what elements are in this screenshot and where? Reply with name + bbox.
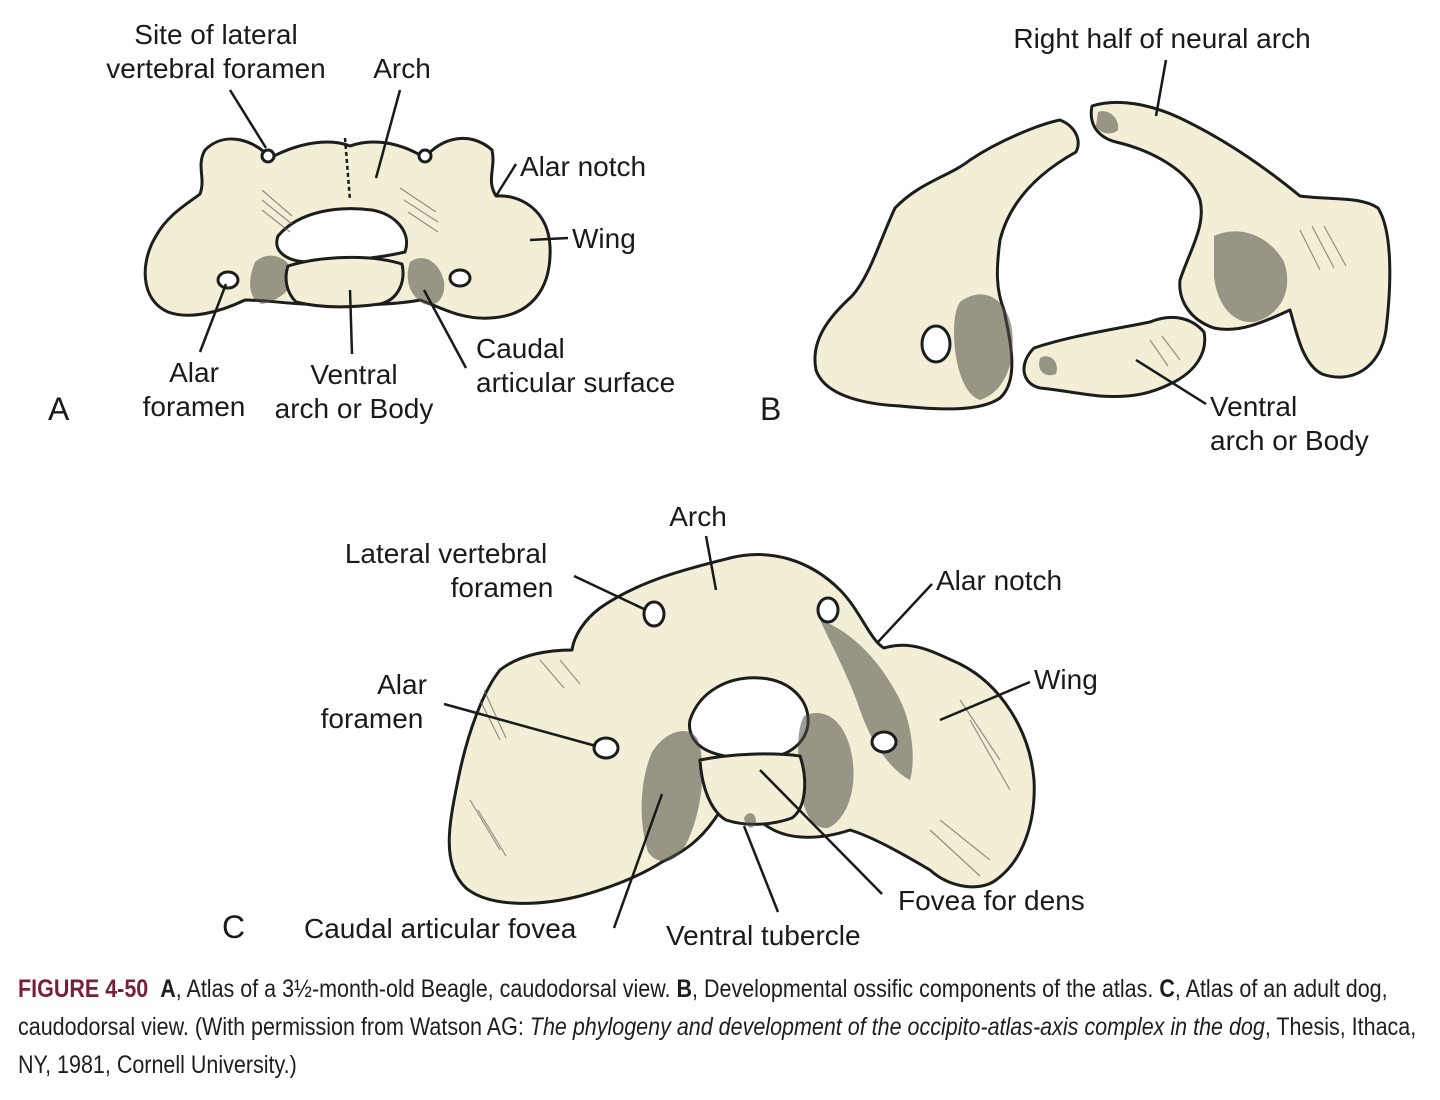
panel-b-drawing bbox=[813, 100, 1392, 411]
label-ventral-arch-line1: Ventral bbox=[310, 359, 397, 390]
label-wing: Wing bbox=[572, 223, 636, 254]
atlas-figure: Site of lateral vertebral foramen Arch A… bbox=[48, 19, 1392, 951]
panel-letter-c: C bbox=[222, 909, 245, 945]
panel-a-drawing bbox=[143, 136, 552, 320]
label-lateral-vertebral-line1: Lateral vertebral bbox=[345, 538, 547, 569]
caption-letter-a: A bbox=[160, 975, 176, 1003]
panel-b-labels: Right half of neural arch Ventral arch o… bbox=[760, 23, 1369, 456]
panel-c-labels: Arch Lateral vertebral foramen Alar notc… bbox=[222, 501, 1098, 951]
panel-c-leaders bbox=[443, 535, 1031, 929]
panel-b-leaders bbox=[1135, 59, 1207, 406]
label-alar-foramen-line1: Alar bbox=[169, 357, 219, 388]
panel-letter-a: A bbox=[48, 391, 70, 427]
label-b-ventral-line2: arch or Body bbox=[1210, 425, 1369, 456]
figure-caption: FIGURE 4-50 A, Atlas of a 3½-month-old B… bbox=[18, 970, 1420, 1084]
caption-figure-number: FIGURE 4-50 bbox=[18, 975, 149, 1003]
label-caudal-line2: articular surface bbox=[476, 367, 675, 398]
label-alar-foramen-line2: foramen bbox=[143, 391, 246, 422]
caption-text-b: , Developmental ossific components of th… bbox=[692, 975, 1154, 1003]
label-c-wing: Wing bbox=[1034, 664, 1098, 695]
label-caudal-line1: Caudal bbox=[476, 333, 565, 364]
caption-text-a: , Atlas of a 3½-month-old Beagle, caudod… bbox=[175, 975, 677, 1003]
label-c-alar-foramen-line2: foramen bbox=[321, 703, 424, 734]
label-right-half-neural-arch: Right half of neural arch bbox=[1013, 23, 1310, 54]
caption-letter-c: C bbox=[1159, 975, 1175, 1003]
panel-a-leaders bbox=[198, 89, 569, 369]
label-lateral-vertebral-line2: foramen bbox=[451, 572, 554, 603]
caption-letter-b: B bbox=[676, 975, 693, 1003]
label-site-lateral-line1: Site of lateral bbox=[134, 19, 297, 50]
panel-c-drawing bbox=[447, 553, 1036, 905]
label-fovea-for-dens: Fovea for dens bbox=[898, 885, 1085, 916]
label-caudal-articular-fovea: Caudal articular fovea bbox=[304, 913, 577, 944]
label-c-arch: Arch bbox=[669, 501, 727, 532]
label-ventral-arch-line2: arch or Body bbox=[275, 393, 434, 424]
panel-a-labels: Site of lateral vertebral foramen Arch A… bbox=[48, 19, 675, 427]
caption-thesis-title: The phylogeny and development of the occ… bbox=[529, 1013, 1265, 1041]
panel-letter-b: B bbox=[760, 391, 781, 427]
label-arch: Arch bbox=[373, 53, 431, 84]
label-b-ventral-line1: Ventral bbox=[1210, 391, 1297, 422]
caption-tail: , Thesis, Ithaca, NY, 1981, Cornell Univ… bbox=[18, 1013, 1417, 1079]
label-c-alar-foramen-line1: Alar bbox=[377, 669, 427, 700]
label-ventral-tubercle: Ventral tubercle bbox=[666, 920, 861, 951]
caption-text-c: , Atlas of an adult dog, caudodorsal vie… bbox=[18, 975, 1388, 1041]
label-alar-notch: Alar notch bbox=[520, 151, 646, 182]
label-site-lateral-line2: vertebral foramen bbox=[106, 53, 325, 84]
label-c-alar-notch: Alar notch bbox=[936, 565, 1062, 596]
